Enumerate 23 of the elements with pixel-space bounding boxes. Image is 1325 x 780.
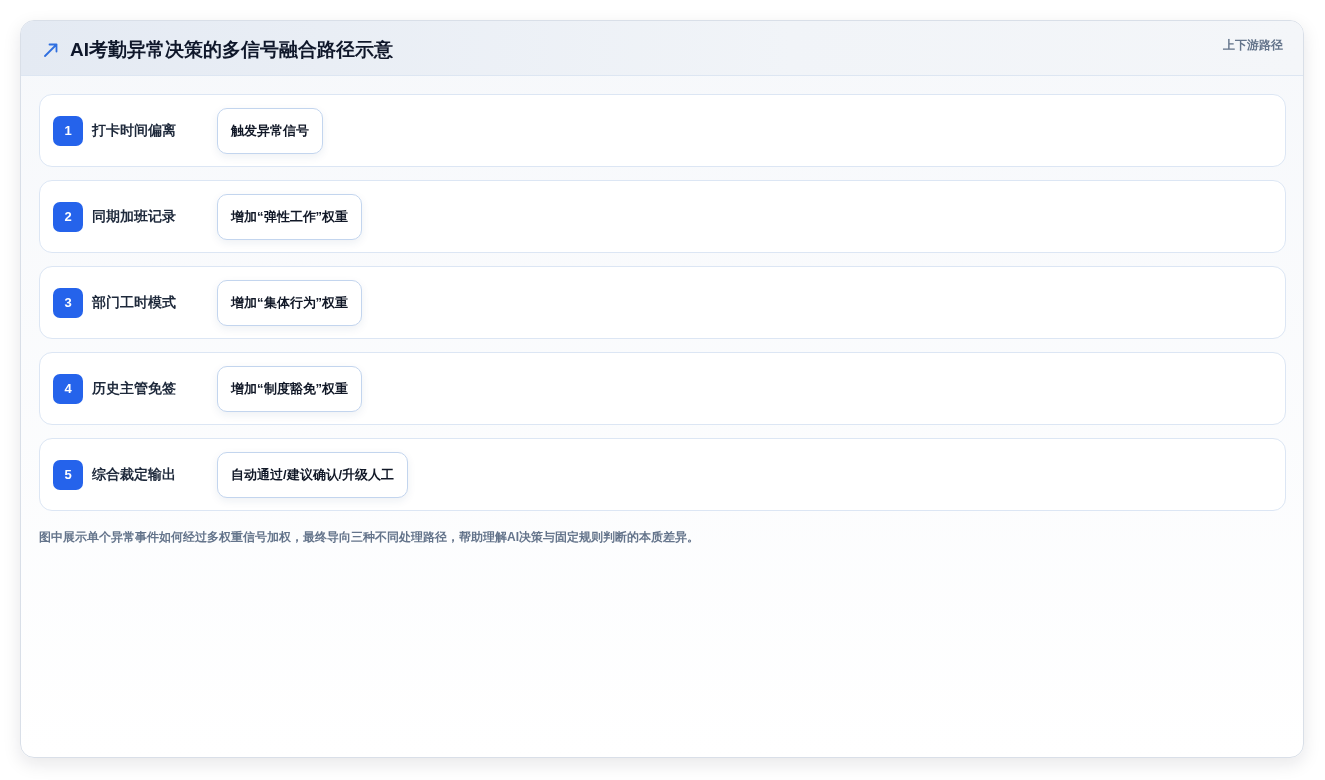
effect-tag: 增加“集体行为”权重 xyxy=(217,279,362,326)
caption-text: 图中展示单个异常事件如何经过多权重信号加权，最终导向三种不同处理路径，帮助理解AI决策与固定规则判断的本质差异。 xyxy=(39,529,699,545)
signal-name: 历史主管免签 xyxy=(92,379,177,398)
signal-row xyxy=(39,438,1286,511)
step-number: 3 xyxy=(53,287,83,318)
step-number: 1 xyxy=(53,115,83,146)
step-number: 5 xyxy=(53,459,83,490)
effect-tag: 触发异常信号 xyxy=(217,107,323,154)
effect-tag: 增加“制度豁免”权重 xyxy=(217,365,362,412)
diagram-title: AI考勤异常决策的多信号融合路径示意 xyxy=(70,38,393,62)
signal-name: 部门工时模式 xyxy=(92,293,177,312)
signal-row xyxy=(39,94,1286,167)
signal-row xyxy=(39,352,1286,425)
header-note: 上下游路径 xyxy=(1223,37,1283,53)
signal-name: 同期加班记录 xyxy=(92,207,177,226)
effect-tag: 增加“弹性工作”权重 xyxy=(217,193,362,240)
signal-row xyxy=(39,266,1286,339)
signal-name: 综合裁定输出 xyxy=(92,465,177,484)
step-number: 2 xyxy=(53,201,83,232)
signal-name: 打卡时间偏离 xyxy=(92,121,177,140)
signal-row xyxy=(39,180,1286,253)
effect-tag: 自动通过/建议确认/升级人工 xyxy=(217,451,409,498)
step-number: 4 xyxy=(53,373,83,404)
